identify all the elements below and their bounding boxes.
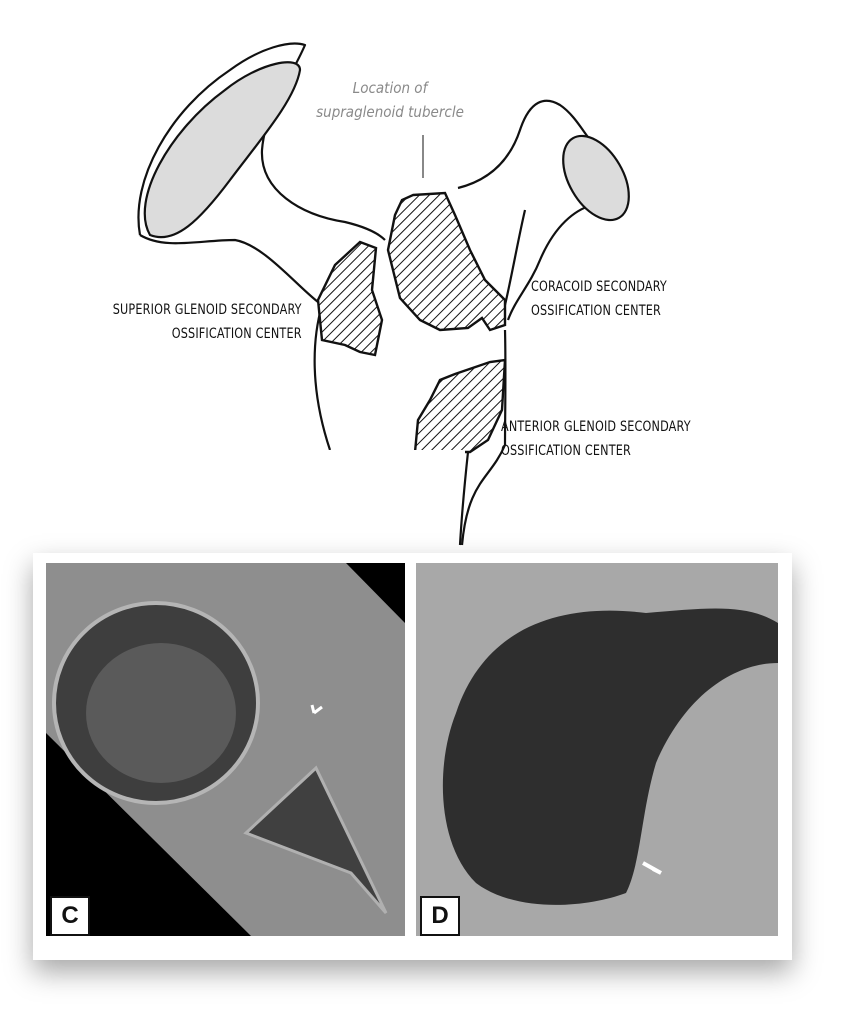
annotation-line-2: supraglenoid tubercle	[316, 103, 464, 121]
supraglenoid-annotation: Location of supraglenoid tubercle	[309, 76, 471, 124]
label-line-1: SUPERIOR GLENOID SECONDARY	[113, 302, 302, 318]
label-line-1: CORACOID SECONDARY	[531, 279, 667, 295]
superior-glenoid-ossification-center	[316, 240, 384, 357]
annotation-line-1: Location of	[352, 79, 428, 97]
label-line-2: OSSIFICATION CENTER	[531, 303, 661, 319]
anterior-glenoid-ossification-center	[413, 358, 507, 454]
coracoid-facet	[562, 134, 630, 222]
anterior-glenoid-label: ANTERIOR GLENOID SECONDARY OSSIFICATION …	[501, 415, 691, 463]
acromion-facet	[143, 61, 302, 239]
arrow-icon	[642, 861, 662, 875]
image-panels-card: C D	[33, 553, 792, 960]
coracoid-ossification-center	[386, 191, 507, 332]
panel-d-image: D	[416, 563, 778, 936]
panel-c-image: C	[46, 563, 405, 936]
panel-c-label: C	[50, 896, 90, 936]
panel-d-label: D	[420, 896, 460, 936]
label-line-1: ANTERIOR GLENOID SECONDARY	[501, 419, 691, 435]
superior-glenoid-label: SUPERIOR GLENOID SECONDARY OSSIFICATION …	[113, 298, 302, 346]
coracoid-outline	[457, 99, 593, 190]
panel-d-scan	[416, 563, 778, 936]
arrow-icon	[310, 704, 323, 715]
coracoid-label: CORACOID SECONDARY OSSIFICATION CENTER	[531, 275, 667, 323]
label-line-2: OSSIFICATION CENTER	[172, 326, 302, 342]
label-line-2: OSSIFICATION CENTER	[501, 443, 631, 459]
panel-c-scan	[46, 563, 405, 936]
